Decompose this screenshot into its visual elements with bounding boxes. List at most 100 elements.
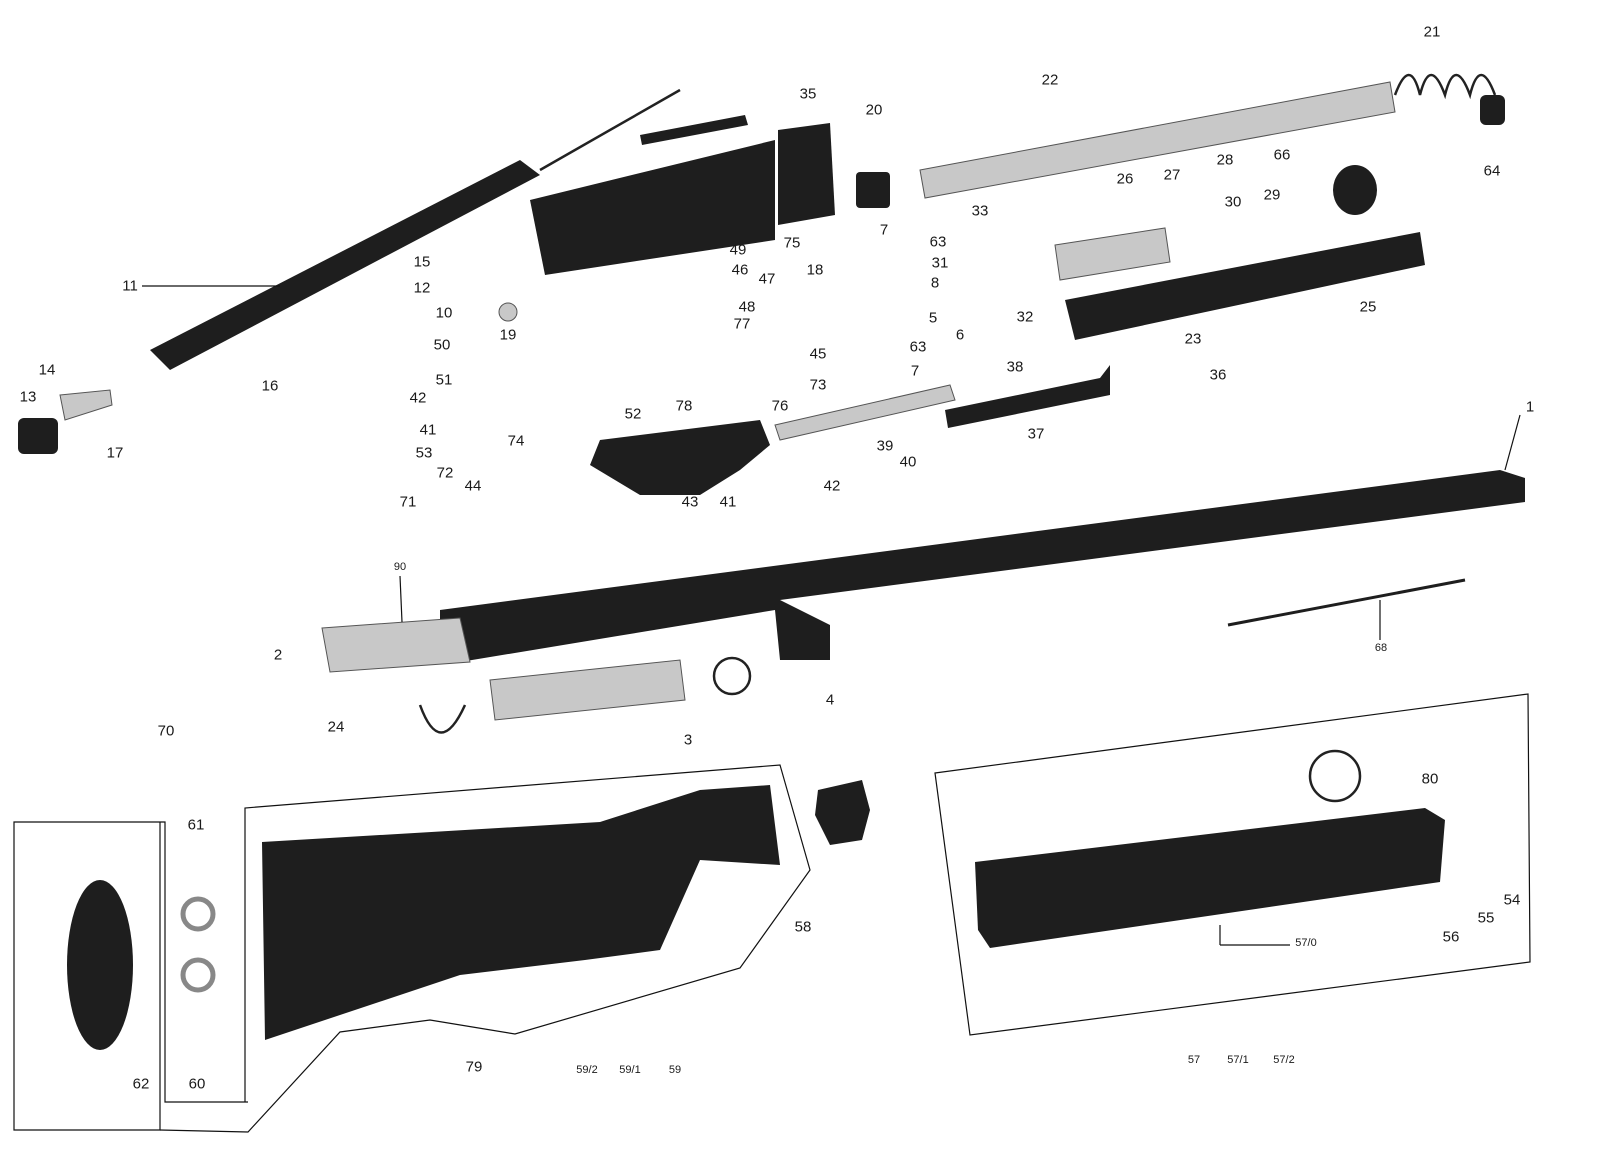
part-label: 10 [435,304,453,322]
part-label: 31 [931,254,949,272]
part-label: 37 [1027,425,1045,443]
part-label: 51 [435,371,453,389]
part-label: 54 [1503,891,1521,909]
spring [539,88,681,172]
part-label: 53 [415,444,433,462]
part-label: 32 [1016,308,1034,326]
part-60-ring [180,957,216,993]
stock-box [159,764,811,1133]
part-label: 4 [825,691,835,709]
part-label: 44 [464,477,482,495]
part-label: 41 [719,493,737,511]
part-label: 73 [809,376,827,394]
part-label: 29 [1263,186,1281,204]
part-label: 71 [399,493,417,511]
part-label: 26 [1116,170,1134,188]
part-label: 5 [928,309,938,327]
part-80-ring [1308,749,1362,803]
part-37 [945,365,1110,428]
part-57-forend [975,808,1445,948]
part-label: 23 [1184,330,1202,348]
part-label: 68 [1374,642,1388,654]
part-59-stock [262,785,780,1040]
part-label: 14 [38,361,56,379]
part-label: 38 [1006,358,1024,376]
forend-box [934,693,1531,1036]
part-label: 28 [1216,151,1234,169]
buttplate-box [13,821,248,1131]
part-label: 43 [681,493,699,511]
part-label: 7 [910,362,920,380]
part-label: 74 [507,432,525,450]
part-20 [856,172,890,208]
part-10 [498,302,518,322]
part-label: 21 [1423,23,1441,41]
part-62-buttplate [67,880,133,1050]
part-label: 41 [419,421,437,439]
part-label: 2 [273,646,283,664]
part-label: 45 [809,345,827,363]
part-53-trigger-guard [590,420,770,495]
part-label: 59/1 [619,1064,641,1076]
part-label: 1 [1525,398,1535,416]
part-label: 22 [1041,71,1059,89]
part-label: 57/0 [1295,937,1317,949]
part-38-bolt-carrier [774,384,956,441]
part-label: 39 [876,437,894,455]
part-label: 57 [1187,1054,1201,1066]
part-label: 64 [1483,162,1501,180]
part-label: 58 [794,918,812,936]
part-1-barrel [440,470,1525,662]
part-11-magazine-tube [150,160,540,370]
part-label: 60 [188,1075,206,1093]
part-label: 42 [409,389,427,407]
part-22-magazine-tube [919,81,1396,199]
part-label: 63 [909,338,927,356]
part-label: 57/1 [1227,1054,1249,1066]
part-label: 13 [19,388,37,406]
part-label: 42 [823,477,841,495]
part-label: 76 [771,397,789,415]
leader-1 [1504,414,1521,471]
part-label: 66 [1273,146,1291,164]
part-label: 17 [106,444,124,462]
part-label: 15 [413,253,431,271]
part-label: 7 [879,221,889,239]
part-label: 48 [738,298,756,316]
part-61-ring [180,896,216,932]
part-label: 12 [413,279,431,297]
part-label: 8 [930,274,940,292]
part-label: 59 [668,1064,682,1076]
part-label: 46 [731,261,749,279]
part-label: 40 [899,453,917,471]
part-label: 52 [624,405,642,423]
part-label: 47 [758,270,776,288]
part-label: 35 [799,85,817,103]
part-label: 19 [499,326,517,344]
part-label: 56 [1442,928,1460,946]
part-label: 59/2 [576,1064,598,1076]
part-label: 79 [465,1058,483,1076]
part-27 [1054,227,1171,281]
part-label: 77 [733,315,751,333]
part-label: 27 [1163,166,1181,184]
part-label: 36 [1209,366,1227,384]
part-58 [815,780,870,845]
part-forend-top [530,140,775,275]
frame-outlines [13,285,1531,1133]
leader-90 [399,575,403,623]
part-label: 18 [806,261,824,279]
part-label: 90 [393,561,407,573]
part-label: 3 [683,731,693,749]
part-label: 33 [971,202,989,220]
part-label: 11 [122,277,138,295]
part-label: 16 [261,377,279,395]
part-label: 55 [1477,909,1495,927]
part-label: 30 [1224,193,1242,211]
part-label: 80 [1421,770,1439,788]
part-21-spring [1393,73,1497,100]
part-label: 62 [132,1075,150,1093]
part-13 [59,389,113,421]
part-25-receiver-slide [1065,232,1425,340]
